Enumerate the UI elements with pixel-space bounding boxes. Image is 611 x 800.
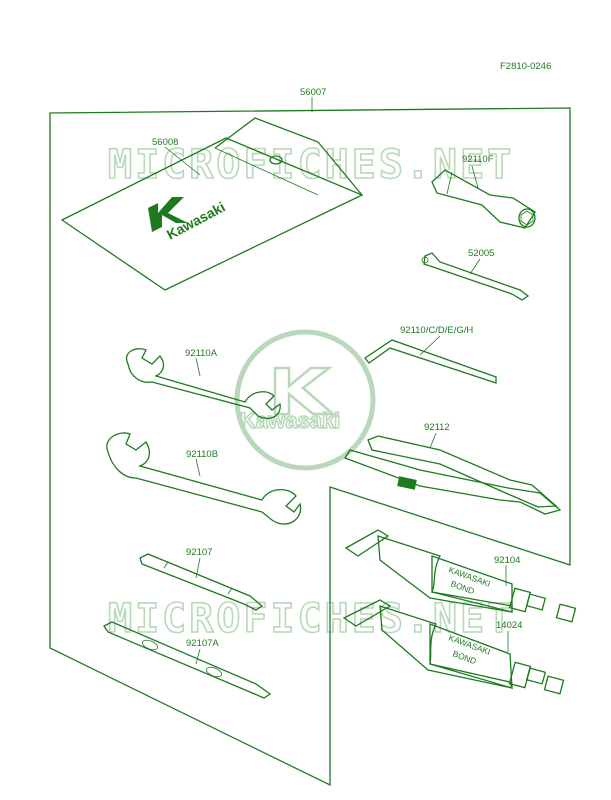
label-92104: 92104: [494, 555, 520, 566]
svg-text:MICROFICHES.NET: MICROFICHES.NET: [108, 142, 514, 188]
label-92110B: 92110B: [186, 449, 218, 460]
label-92110A: 92110A: [185, 348, 218, 359]
watermark-top: MICROFICHES.NET: [107, 141, 514, 189]
label-92112: 92112: [424, 422, 450, 433]
driver-92107: [139, 553, 264, 611]
kit-outline: [49, 107, 571, 787]
label-56007: 56007: [300, 87, 326, 98]
label-92107: 92107: [186, 547, 212, 558]
label-56008: 56008: [152, 137, 178, 148]
svg-text:MICROFICHES.NET: MICROFICHES.NET: [108, 596, 514, 642]
watermark-brand: Kawasaki: [240, 408, 340, 433]
diagram-code: F2810-0246: [500, 61, 551, 72]
watermark-logo: Kawasaki: [234, 329, 376, 471]
kawasaki-logo: Kawasaki: [148, 197, 228, 243]
driver-92107A: [103, 621, 272, 699]
label-92110F: 92110F: [462, 154, 494, 165]
label-92110CDEGH: 92110/C/D/E/G/H: [400, 325, 473, 336]
wrench-92110A: [125, 348, 281, 419]
watermark-bottom: MICROFICHES.NET: [107, 595, 514, 643]
pliers: [344, 435, 562, 515]
hex-key: [364, 339, 497, 384]
label-92107A: 92107A: [186, 638, 219, 649]
box-wrench: [431, 169, 536, 229]
label-14024: 14024: [496, 620, 522, 631]
wrench-92110B: [106, 432, 302, 525]
tommy-bar: [421, 252, 530, 301]
label-52005: 52005: [468, 248, 494, 259]
